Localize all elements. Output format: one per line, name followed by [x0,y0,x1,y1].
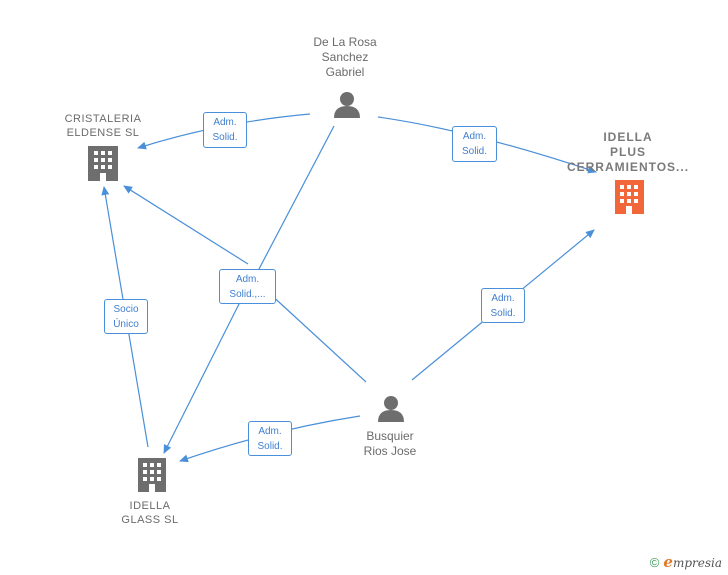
building-highlight-icon[interactable] [615,180,644,214]
node-label-cristaleria[interactable]: CRISTALERIA ELDENSE SL [64,113,142,139]
edge-label-box[interactable]: Adm. Solid. [481,288,525,323]
node-label-busquier[interactable]: Busquier Rios Jose [363,429,417,458]
edge-label-box[interactable]: Adm. Solid. [452,126,497,162]
edge-delarosa-mid [247,125,335,291]
edge-mid-idellaglass [163,301,241,454]
edge-mid-cristaleria [123,185,249,265]
edge-label-box[interactable]: Adm. Solid. [248,421,292,456]
building-icon[interactable] [88,146,118,181]
node-label-de-la-rosa[interactable]: De La Rosa Sanchez Gabriel [313,35,377,79]
empresia-logo: empresia [663,553,722,571]
person-icon[interactable] [378,396,404,422]
edge-mid-busquier [267,291,367,383]
person-icon[interactable] [334,92,360,118]
empresia-watermark: ©empresia [650,553,722,571]
copyright-icon: © [649,555,660,570]
building-icon[interactable] [138,458,166,492]
node-label-idella-glass[interactable]: IDELLA GLASS SL [121,500,179,526]
edge-label-box[interactable]: Socio Único [104,299,148,334]
node-label-idella-plus[interactable]: IDELLA PLUS CERRAMIENTOS... [566,130,690,174]
edge-label-box[interactable]: Adm. Solid. [203,112,247,148]
edge-label-box[interactable]: Adm. Solid.,... [219,269,276,304]
